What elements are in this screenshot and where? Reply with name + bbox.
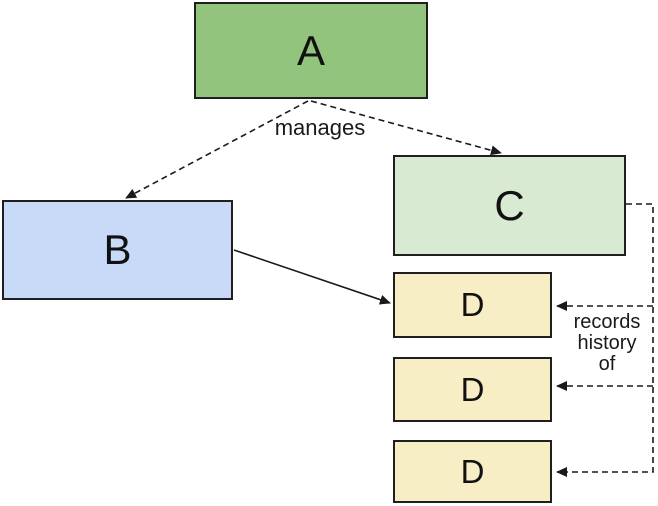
node-d3[interactable]: D xyxy=(393,440,552,503)
edge-label-records-history: records history of xyxy=(573,311,641,375)
node-d1[interactable]: D xyxy=(393,272,552,338)
node-d2-label: D xyxy=(460,370,485,408)
node-b[interactable]: B xyxy=(2,200,233,300)
edge-b-to-d1 xyxy=(233,249,391,305)
node-d1-label: D xyxy=(460,286,485,323)
edge-label-manages: manages xyxy=(274,115,366,140)
node-b-label: B xyxy=(103,226,132,273)
node-d2[interactable]: D xyxy=(393,357,552,422)
node-c-label: C xyxy=(494,181,525,229)
node-a-label: A xyxy=(296,26,325,74)
node-d3-label: D xyxy=(460,452,485,490)
node-c[interactable]: C xyxy=(393,155,626,256)
node-a[interactable]: A xyxy=(194,2,428,99)
